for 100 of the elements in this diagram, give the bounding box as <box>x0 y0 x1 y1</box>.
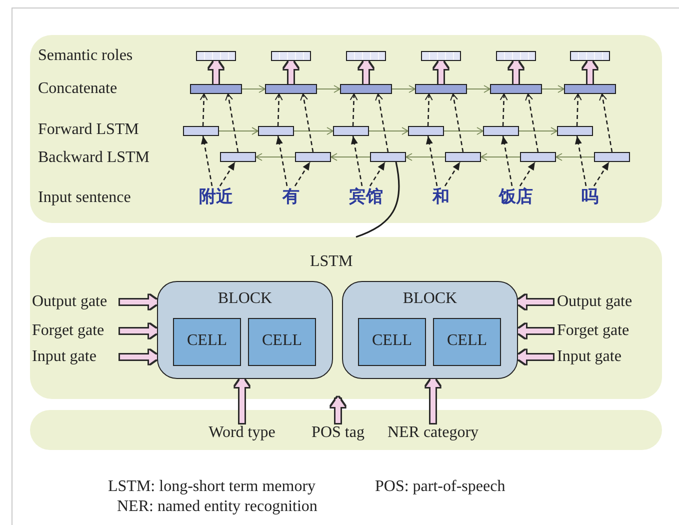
concat-bar <box>340 84 392 94</box>
concat-bar <box>265 84 317 94</box>
dashed-arrow <box>599 94 613 152</box>
concat-bar <box>490 84 542 94</box>
lstm-bar <box>520 152 556 162</box>
dashed-arrow <box>219 162 236 186</box>
lstm-bar <box>557 126 593 136</box>
dashed-arrow <box>369 162 386 186</box>
connector-line <box>356 162 400 238</box>
lstm-bar <box>370 152 406 162</box>
input-feature-label: POS tag <box>307 423 369 442</box>
arrow <box>542 85 564 93</box>
dashed-arrow <box>350 94 358 126</box>
lstm-bar <box>445 152 481 162</box>
block-arrow <box>120 324 159 338</box>
arrow <box>556 153 594 161</box>
block-label: BLOCK <box>216 290 274 308</box>
output-bar <box>271 51 311 61</box>
dashed-arrow <box>519 162 536 186</box>
arrow <box>368 127 408 135</box>
dashed-arrow <box>574 136 587 186</box>
block-arrow <box>331 397 345 423</box>
dashed-arrow <box>593 162 610 186</box>
input-word: 和 <box>419 186 463 208</box>
arrow <box>466 85 490 93</box>
row-label: Input sentence <box>38 189 131 207</box>
dashed-arrow <box>375 94 389 152</box>
lstm-bar <box>333 126 369 136</box>
panel-background <box>30 35 662 223</box>
block-arrow <box>284 59 298 84</box>
concat-bar <box>190 84 242 94</box>
block-arrow <box>209 59 223 84</box>
block-arrow <box>509 59 523 84</box>
gate-label: Input gate <box>553 348 657 366</box>
footnote: LSTM: long-short term memory <box>108 478 316 496</box>
gate-label: Forget gate <box>32 322 120 340</box>
panel-heading: LSTM <box>310 253 353 271</box>
dashed-arrow <box>444 162 461 186</box>
arrow <box>294 127 334 135</box>
lstm-bar <box>295 152 331 162</box>
arrow <box>330 153 370 161</box>
block-arrow <box>120 350 159 364</box>
gate-label: Input gate <box>32 348 120 366</box>
block-label: BLOCK <box>402 290 458 308</box>
cell-box: CELL <box>173 318 241 366</box>
block-arrow <box>516 295 553 309</box>
cell-box: CELL <box>358 318 426 366</box>
lstm-bar <box>594 152 630 162</box>
panel-background <box>30 237 662 399</box>
block-arrow <box>235 377 249 423</box>
block-arrow <box>583 59 597 84</box>
output-bar <box>570 51 610 61</box>
lstm-bar <box>220 152 256 162</box>
dashed-arrow <box>424 94 433 126</box>
input-word: 宾馆 <box>344 186 388 208</box>
block-arrow <box>359 59 373 84</box>
dashed-arrow <box>200 94 208 126</box>
lstm-bar <box>258 126 294 136</box>
gate-label: Output gate <box>32 293 120 311</box>
output-bar <box>346 51 386 61</box>
arrow <box>406 153 446 161</box>
panel-background <box>30 410 662 450</box>
lstm-bar <box>183 126 219 136</box>
input-word: 饭店 <box>494 186 538 208</box>
input-word: 附近 <box>194 186 238 208</box>
output-bar <box>496 51 536 61</box>
dashed-arrow <box>300 94 314 152</box>
row-label: Backward LSTM <box>38 149 150 167</box>
arrow <box>444 127 484 135</box>
arrow <box>480 153 520 161</box>
output-bar <box>421 51 461 61</box>
block-arrow <box>426 377 440 423</box>
arrow <box>218 127 258 135</box>
input-feature-label: NER category <box>383 423 483 442</box>
footnote: POS: part-of-speech <box>375 478 506 496</box>
output-bar <box>196 51 236 61</box>
input-feature-label: Word type <box>202 423 282 442</box>
concat-bar <box>415 84 467 94</box>
dashed-arrow <box>274 94 283 126</box>
arrow <box>392 85 416 93</box>
block-box <box>342 281 518 379</box>
block-arrow <box>120 295 159 309</box>
cell-box: CELL <box>433 318 501 366</box>
lstm-bar <box>408 126 444 136</box>
dashed-arrow <box>294 162 311 186</box>
block-arrow <box>516 350 553 364</box>
dashed-arrow <box>500 136 513 186</box>
lstm-bar <box>483 126 519 136</box>
arrow <box>518 127 558 135</box>
row-label: Semantic roles <box>38 47 133 65</box>
dashed-arrow <box>225 94 239 152</box>
block-arrow <box>434 59 448 84</box>
arrow <box>316 85 340 93</box>
gate-label: Output gate <box>553 293 657 311</box>
dashed-arrow <box>350 136 363 186</box>
footnote: NER: named entity recognition <box>117 498 318 516</box>
block-box <box>157 281 333 379</box>
arrow <box>256 153 296 161</box>
cell-box: CELL <box>248 318 316 366</box>
dashed-arrow <box>426 136 438 186</box>
